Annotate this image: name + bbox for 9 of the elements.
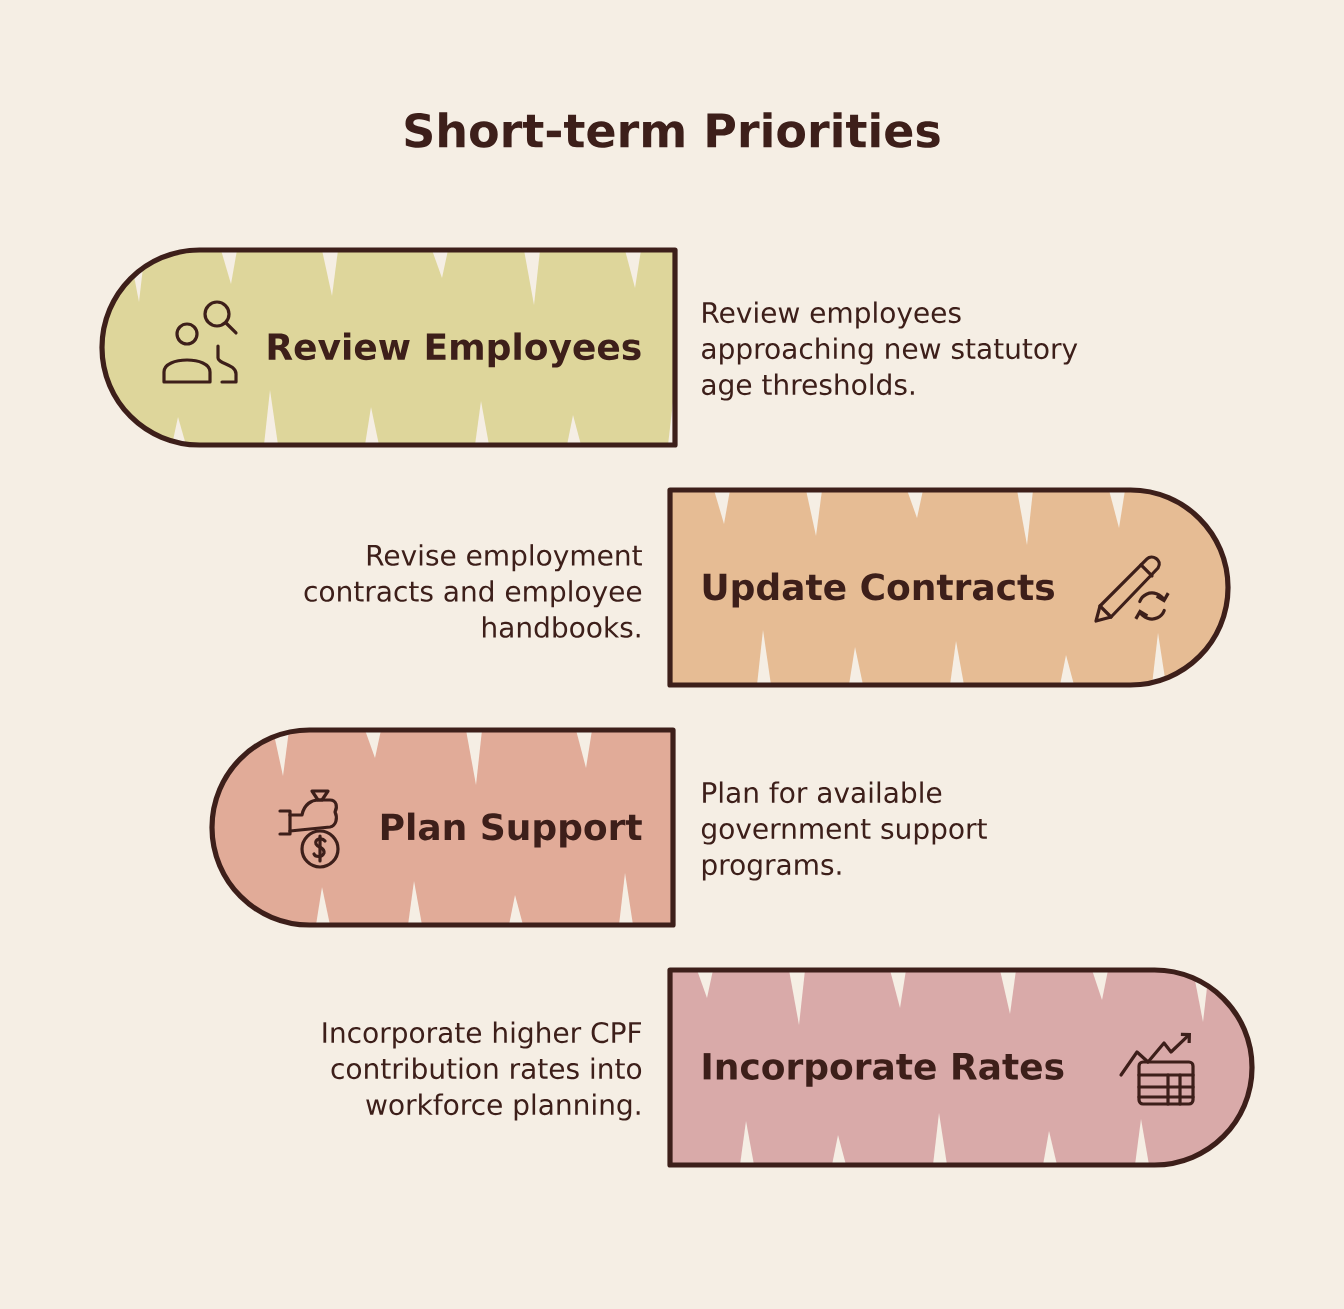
step-box: Plan Support <box>209 727 676 928</box>
step-box: Incorporate Rates <box>667 967 1255 1168</box>
title: Short-term Priorities <box>405 112 940 148</box>
description-text: Revise employment contracts and employee handbooks. <box>304 544 642 638</box>
description-text: Incorporate higher CPF contribution rates into workforce planning. <box>323 1021 642 1121</box>
description-text: Review employees approaching new statutory age thresholds. <box>702 301 1078 401</box>
description-text: Plan for available government support programs. <box>701 781 987 881</box>
step-box: Update Contracts <box>667 487 1231 688</box>
step-box: Review Employees <box>99 247 678 448</box>
